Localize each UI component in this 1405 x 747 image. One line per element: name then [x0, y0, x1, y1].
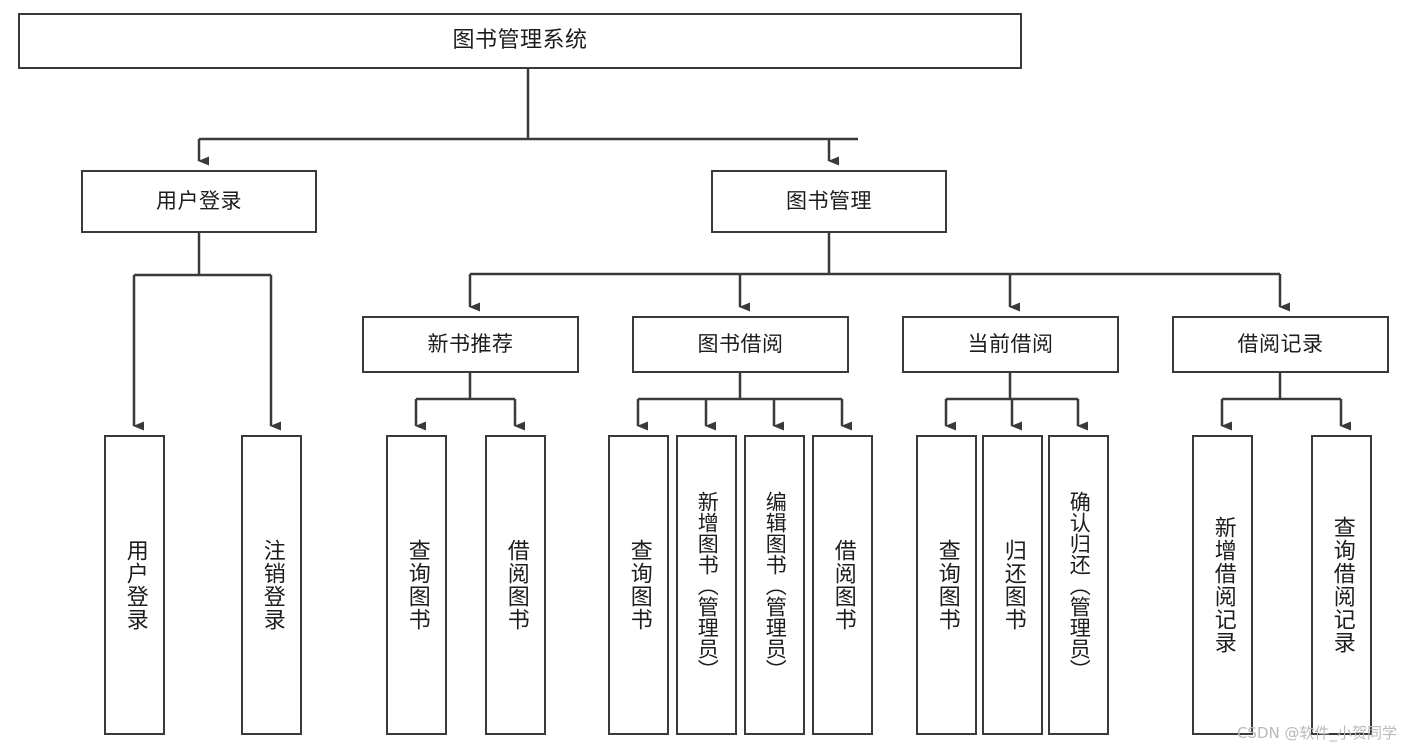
node-book-borrow[interactable]: 图书借阅 — [632, 316, 849, 373]
node-label: 用户登录 — [122, 539, 148, 631]
csdn-watermark: CSDN @软件_小贺同学 — [1236, 724, 1397, 742]
node-leaf-user-logout[interactable]: 注销登录 — [241, 435, 302, 735]
node-leaf-return-book[interactable]: 归还图书 — [982, 435, 1043, 735]
node-label: 查询图书 — [626, 539, 652, 631]
node-label: 图书管理 — [786, 189, 872, 214]
node-label: 归还图书 — [1000, 539, 1026, 631]
node-leaf-add-book-admin[interactable]: 新增图书（管理员） — [676, 435, 737, 735]
node-label: 查询借阅记录 — [1329, 516, 1355, 654]
node-leaf-user-login[interactable]: 用户登录 — [104, 435, 165, 735]
node-leaf-confirm-return-admin[interactable]: 确认归还（管理员） — [1048, 435, 1109, 735]
node-leaf-add-borrow-record[interactable]: 新增借阅记录 — [1192, 435, 1253, 735]
node-label: 确认归还（管理员） — [1067, 490, 1092, 680]
node-label: 新书推荐 — [427, 332, 514, 357]
node-leaf-edit-book-admin[interactable]: 编辑图书（管理员） — [744, 435, 805, 735]
node-label: 图书管理系统 — [452, 28, 588, 54]
node-label: 图书借阅 — [697, 332, 784, 357]
node-label: 借阅记录 — [1237, 332, 1324, 357]
node-new-book-recommend[interactable]: 新书推荐 — [362, 316, 579, 373]
node-leaf-query-borrow-record[interactable]: 查询借阅记录 — [1311, 435, 1372, 735]
node-leaf-borrow-book-borrow[interactable]: 借阅图书 — [812, 435, 873, 735]
node-current-borrow[interactable]: 当前借阅 — [902, 316, 1119, 373]
node-label: 当前借阅 — [967, 332, 1054, 357]
node-borrow-record[interactable]: 借阅记录 — [1172, 316, 1389, 373]
node-leaf-query-book-current[interactable]: 查询图书 — [916, 435, 977, 735]
node-label: 查询图书 — [404, 539, 430, 631]
node-label: 用户登录 — [156, 189, 242, 214]
node-label: 新增图书（管理员） — [695, 490, 720, 680]
node-leaf-query-book-borrow[interactable]: 查询图书 — [608, 435, 669, 735]
node-label: 新增借阅记录 — [1210, 516, 1236, 654]
node-label: 查询图书 — [934, 539, 960, 631]
node-label: 编辑图书（管理员） — [763, 490, 788, 680]
node-user-login[interactable]: 用户登录 — [81, 170, 317, 233]
node-label: 借阅图书 — [503, 539, 529, 631]
node-root-system[interactable]: 图书管理系统 — [18, 13, 1022, 69]
node-label: 借阅图书 — [830, 539, 856, 631]
node-book-manage[interactable]: 图书管理 — [711, 170, 947, 233]
node-leaf-borrow-book-recommend[interactable]: 借阅图书 — [485, 435, 546, 735]
node-label: 注销登录 — [259, 539, 285, 631]
node-leaf-query-book-recommend[interactable]: 查询图书 — [386, 435, 447, 735]
